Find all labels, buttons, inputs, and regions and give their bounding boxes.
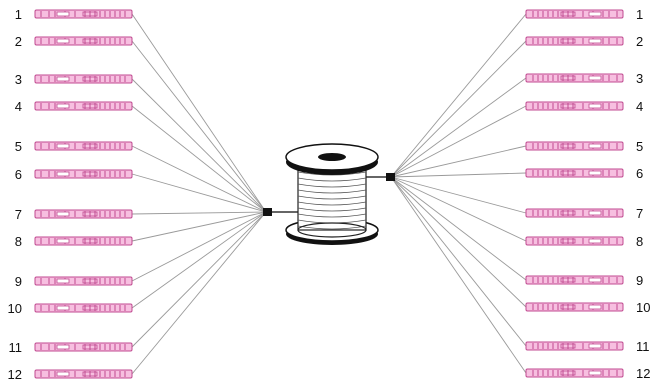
port-label-left-4: 4 [15, 99, 22, 114]
connector-right-1 [525, 9, 624, 19]
fiber-right-1 [390, 13, 527, 178]
port-label-left-6: 6 [15, 167, 22, 182]
winding-line [297, 183, 367, 188]
port-label-left-10: 10 [8, 301, 22, 316]
fiber-left-7 [131, 211, 267, 215]
fiber-left-8 [131, 211, 267, 242]
connector-right-6 [525, 168, 624, 178]
fiber-right-5 [390, 145, 527, 178]
port-label-right-7: 7 [636, 206, 643, 221]
winding-line [297, 189, 367, 194]
winding-line [297, 225, 367, 230]
fiber-right-12 [390, 176, 527, 374]
port-label-left-12: 12 [8, 367, 22, 382]
fiber-right-4 [390, 105, 527, 178]
connector-right-4 [525, 101, 624, 111]
port-label-right-1: 1 [636, 7, 643, 22]
fiber-right-2 [390, 40, 527, 178]
connector-right-9 [525, 275, 624, 285]
winding-line [297, 201, 367, 206]
connector-left-2 [34, 36, 133, 46]
connector-left-10 [34, 303, 133, 313]
port-label-right-9: 9 [636, 273, 643, 288]
port-label-right-8: 8 [636, 234, 643, 249]
connector-left-12 [34, 369, 133, 379]
connector-left-3 [34, 74, 133, 84]
reel-drum-bottom [297, 222, 367, 238]
winding-line [297, 195, 367, 200]
fiber-right-8 [390, 176, 527, 242]
port-label-right-5: 5 [636, 139, 643, 154]
port-label-right-2: 2 [636, 34, 643, 49]
fiber-right-11 [390, 176, 527, 347]
port-label-left-9: 9 [15, 274, 22, 289]
right-breakout-node [386, 173, 395, 181]
port-label-left-5: 5 [15, 139, 22, 154]
connector-group [34, 9, 624, 379]
fiber-right-10 [390, 176, 527, 308]
fiber-left-9 [131, 211, 267, 282]
fiber-left-4 [131, 105, 267, 213]
connector-left-9 [34, 276, 133, 286]
port-label-right-4: 4 [636, 99, 643, 114]
fiber-left-2 [131, 40, 267, 213]
connector-right-8 [525, 236, 624, 246]
fiber-lines [131, 13, 527, 375]
port-label-right-10: 10 [636, 300, 650, 315]
reel-hub [318, 153, 346, 161]
fiber-left-6 [131, 173, 267, 213]
connector-left-8 [34, 236, 133, 246]
fiber-left-1 [131, 13, 267, 213]
connector-left-1 [34, 9, 133, 19]
fiber-right-6 [390, 172, 527, 178]
connector-left-7 [34, 209, 133, 219]
port-label-left-1: 1 [15, 7, 22, 22]
connector-left-11 [34, 342, 133, 352]
fiber-left-10 [131, 211, 267, 309]
connector-right-7 [525, 208, 624, 218]
connector-left-4 [34, 101, 133, 111]
winding-line [297, 177, 367, 182]
cable-reel [263, 143, 395, 245]
port-label-right-11: 11 [636, 339, 650, 354]
connector-right-10 [525, 302, 624, 312]
winding-line [297, 207, 367, 212]
port-label-left-2: 2 [15, 34, 22, 49]
port-label-right-3: 3 [636, 71, 643, 86]
fiber-right-7 [390, 176, 527, 214]
fiber-left-3 [131, 78, 267, 213]
connector-right-5 [525, 141, 624, 151]
fiber-left-12 [131, 211, 267, 375]
connector-left-5 [34, 141, 133, 151]
port-label-left-11: 11 [9, 340, 23, 355]
connector-right-11 [525, 341, 624, 351]
connector-right-12 [525, 368, 624, 378]
fiber-left-5 [131, 145, 267, 213]
connector-right-2 [525, 36, 624, 46]
fiber-right-3 [390, 77, 527, 178]
port-label-right-6: 6 [636, 166, 643, 181]
winding-line [297, 213, 367, 218]
fiber-left-11 [131, 211, 267, 348]
port-label-left-8: 8 [15, 234, 22, 249]
port-label-left-7: 7 [15, 207, 22, 222]
connector-right-3 [525, 73, 624, 83]
left-breakout-node [263, 208, 272, 216]
port-label-right-12: 12 [636, 366, 650, 381]
port-label-left-3: 3 [15, 72, 22, 87]
connector-left-6 [34, 169, 133, 179]
fiber-right-9 [390, 176, 527, 281]
